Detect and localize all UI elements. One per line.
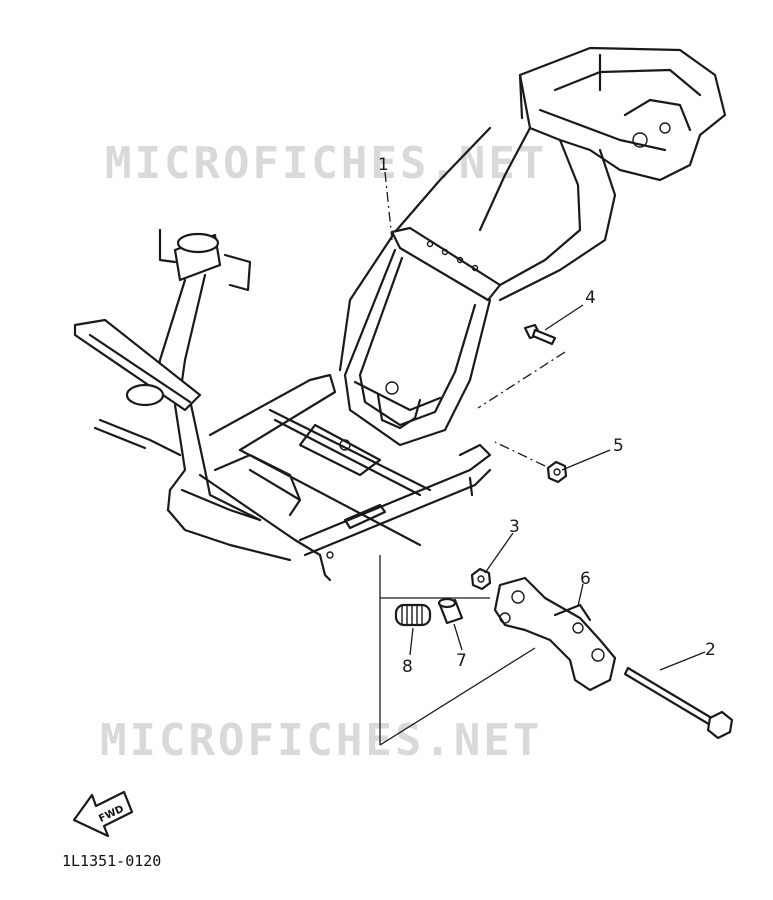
leader-lines — [379, 171, 706, 746]
bolt-part-4 — [523, 323, 557, 346]
watermark-bottom: MICROFICHES.NET — [100, 715, 542, 766]
collar-part-7 — [437, 597, 464, 625]
callout-1: 1 — [378, 155, 389, 175]
frame-body — [73, 46, 727, 582]
fwd-arrow-icon: FWD — [72, 790, 134, 838]
callout-6: 6 — [580, 569, 591, 589]
callout-8: 8 — [402, 657, 413, 677]
drawing-number: 1L1351-0120 — [62, 852, 161, 870]
callout-5: 5 — [613, 436, 624, 456]
bolt-part-2 — [623, 666, 734, 740]
spring-part-8 — [394, 603, 432, 627]
callout-7: 7 — [456, 651, 467, 671]
callout-4: 4 — [585, 288, 596, 308]
callout-2: 2 — [705, 640, 716, 660]
watermark-top: MICROFICHES.NET — [105, 138, 547, 189]
bracket-part-6 — [493, 576, 617, 692]
nut-part-5 — [546, 460, 568, 484]
callout-3: 3 — [509, 517, 520, 537]
nut-part-3 — [470, 567, 492, 591]
